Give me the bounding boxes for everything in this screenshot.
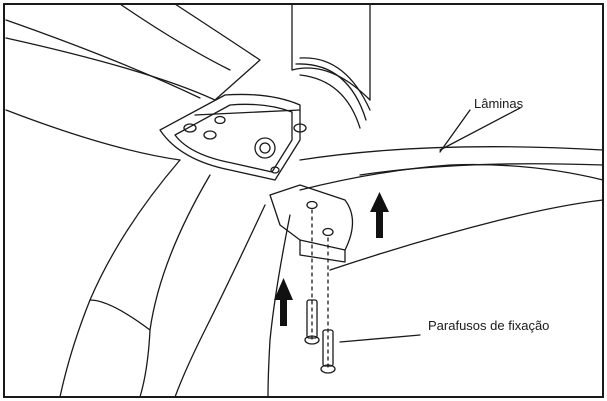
hub-plate	[159, 93, 307, 181]
screws-leader-line	[339, 334, 421, 343]
diagram-frame	[3, 3, 604, 398]
fixing-screws	[304, 209, 336, 374]
up-arrow-icon	[370, 192, 389, 238]
blade-bracket	[269, 184, 354, 263]
blade-lower-center	[174, 204, 291, 398]
blade-right	[299, 107, 604, 271]
screws-label: Parafusos de fixação	[428, 318, 549, 333]
blades-label: Lâminas	[474, 96, 524, 111]
up-arrow-icon	[274, 278, 293, 326]
blades-leader-line	[439, 109, 471, 153]
blade-lower-left	[5, 109, 211, 398]
motor-housing	[291, 3, 371, 129]
